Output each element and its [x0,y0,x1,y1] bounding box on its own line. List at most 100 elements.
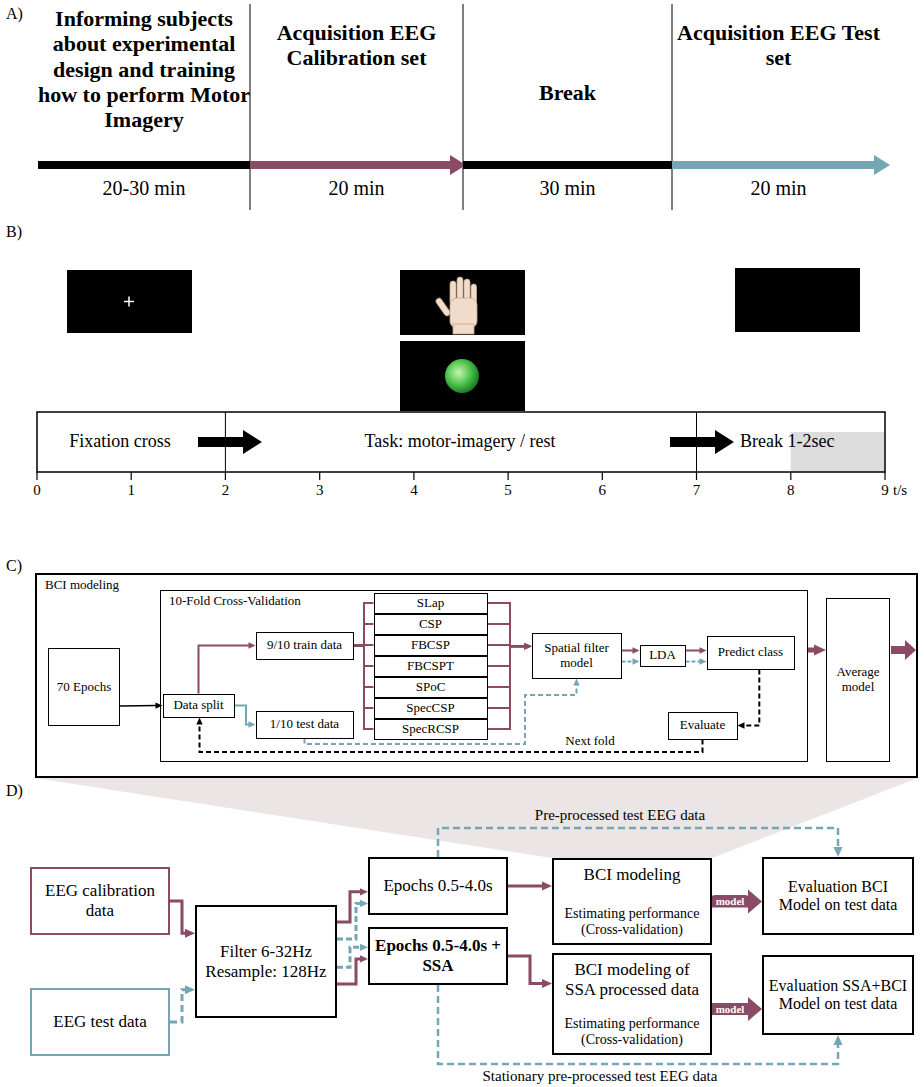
duration-label: 20 min [672,176,885,200]
panel-letter: C) [6,556,36,575]
duration-label: 20 min [250,176,463,200]
method-box: CSP [374,614,488,635]
arrow-head [196,718,202,725]
connector-line [354,603,374,646]
input-box: EEG test data [30,988,170,1056]
connector [438,828,843,857]
connector [712,889,762,913]
process-box: LDA [640,645,686,667]
connector [337,944,368,967]
connector-line [622,660,634,662]
session-timeline [38,155,890,175]
connector [170,901,195,938]
connector [622,658,640,664]
box-label: FBCSP [411,638,450,653]
connector [686,647,707,653]
box-label: Evaluate [680,718,725,733]
connector [199,642,256,693]
method-box: FBCSP [374,635,488,656]
arrow-head [632,647,639,653]
arrow-head [699,658,706,664]
arrow-head [632,658,639,664]
connector [354,646,374,730]
connector-line [337,892,362,922]
duration-label: 30 min [463,176,672,200]
axis-tick-label: 5 [493,481,523,499]
connector [337,955,368,984]
connector-line [488,646,526,729]
evaluation-box: Evaluation SSA+BCI Model on test data [762,955,914,1035]
connector-line [354,624,374,646]
axis-tick-label: 6 [587,481,617,499]
connector-line [438,828,838,857]
connector [235,706,256,728]
box-label: 1/10 test data [270,717,339,732]
connector [712,997,762,1021]
connector [686,658,707,664]
edge-label: Pre-processed test EEG data [535,806,705,824]
connector [354,624,374,646]
box-label: BCI modeling of SSA processed data [558,960,706,999]
arrow-head [834,847,843,857]
edge-label: model [714,1003,747,1015]
process-box: Evaluate [668,712,738,740]
connector [508,882,552,891]
axis-tick-label: 0 [22,481,52,499]
arrow-head [360,900,368,907]
arrow-head [525,643,532,649]
connector [337,900,368,939]
panel-letter: A) [6,4,36,23]
box-label: SpecRCSP [402,722,459,737]
model-box: BCI modeling of SSA processed dataEstima… [552,953,712,1055]
process-box: Epochs 0.5-4.0s + SSA [368,927,508,985]
arrow-head [699,647,706,653]
process-box: Epochs 0.5-4.0s [368,857,508,915]
method-box: SpecCSP [374,698,488,719]
arrow-head [834,1035,843,1045]
connector [354,603,374,646]
connector-line [686,661,701,663]
model-box: BCI modelingEstimating performance (Cros… [552,858,712,945]
output-box: Average model [826,598,890,762]
data-box: 1/10 test data [256,711,354,739]
duration-label: 20-30 min [38,176,250,200]
connector [738,670,760,729]
panel-letter: D) [6,781,36,800]
arrow-head [185,985,195,994]
box-note: Estimating performance (Cross-validation… [558,1016,706,1048]
column-divider [250,4,672,210]
connector-line [488,646,526,666]
method-box: SPoC [374,677,488,698]
axis-tick-label: 4 [399,481,429,499]
arrow-head [542,979,552,988]
process-box: Predict class [707,636,795,670]
connector-line [337,959,362,984]
box-note: Estimating performance (Cross-validation… [558,906,706,938]
connector-line [622,649,634,651]
connector-line [743,670,759,726]
phase-label: Break [463,80,672,105]
trial-timeline [37,412,885,480]
loop-frame: 10-Fold Cross-ValidationData split9/10 t… [160,590,808,762]
axis-tick-label: 7 [682,481,712,499]
box-label: 9/10 train data [267,638,342,653]
box-label: Epochs 0.5-4.0s + SSA [374,936,502,975]
box-label: Evaluation SSA+BCI Model on test data [768,977,908,1014]
edge-label: Next fold [563,733,616,749]
arrow-head [360,955,368,962]
connector [508,956,552,988]
connector [808,645,826,656]
method-box: SLap [374,593,488,614]
axis-tick-label: 1 [116,481,146,499]
box-label: SLap [417,596,444,611]
box-label: FBCSPT [407,659,454,674]
edge-label: Stationary pre-processed test EEG data [483,1067,718,1085]
module-frame: BCI modeling70 Epochs10-Fold Cross-Valid… [35,573,918,778]
edge-label: model [714,895,747,907]
box-label: EEG calibration data [36,881,164,920]
connector-line [199,646,250,694]
panel-letter: B) [6,222,36,241]
connector-line [488,603,526,646]
process-box: Data split [163,694,235,718]
box-label: Data split [173,698,223,713]
